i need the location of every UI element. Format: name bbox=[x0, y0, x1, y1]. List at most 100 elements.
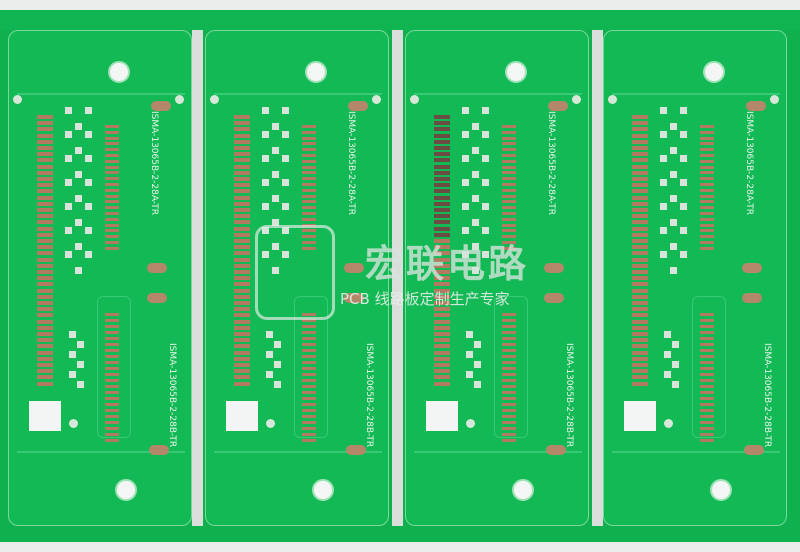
connector-pad bbox=[502, 223, 516, 227]
via-pad-pair bbox=[149, 445, 169, 455]
connector-pad bbox=[105, 241, 119, 244]
connector-pad bbox=[105, 331, 119, 334]
connector-pad bbox=[502, 148, 516, 152]
connector-pad bbox=[302, 142, 316, 146]
edge-pad bbox=[632, 356, 648, 361]
edge-pad bbox=[234, 332, 250, 336]
edge-pad bbox=[632, 152, 648, 157]
connector-pad bbox=[105, 373, 119, 376]
mounting-hole bbox=[512, 479, 534, 501]
edge-pad bbox=[632, 363, 648, 367]
part-label: ISMA-13065B-2-28B-TR bbox=[762, 343, 772, 448]
smd-component bbox=[262, 251, 269, 258]
connector-pad bbox=[700, 385, 714, 388]
edge-pad bbox=[632, 338, 648, 343]
edge-pad bbox=[434, 375, 450, 380]
part-label: ISMA-13065B-2-28B-TR bbox=[364, 343, 374, 448]
edge-pad bbox=[37, 270, 53, 274]
edge-pad bbox=[234, 375, 250, 380]
smd-component bbox=[474, 341, 481, 348]
smd-component bbox=[474, 381, 481, 388]
connector-pad bbox=[302, 246, 316, 250]
connector-pad bbox=[502, 415, 516, 418]
connector-pad bbox=[502, 200, 516, 204]
smd-component bbox=[482, 179, 489, 186]
connector-pad bbox=[302, 325, 316, 328]
smd-component bbox=[85, 251, 92, 258]
connector-pad bbox=[105, 159, 119, 163]
mounting-hole bbox=[305, 61, 327, 83]
edge-pad bbox=[37, 139, 53, 144]
edge-pad bbox=[434, 127, 450, 132]
trace-outline bbox=[294, 296, 328, 438]
trace-outline bbox=[494, 296, 528, 438]
edge-pad bbox=[37, 115, 53, 119]
edge-pad bbox=[37, 220, 53, 225]
via-pad-pair bbox=[346, 445, 366, 455]
connector-pad bbox=[700, 325, 714, 328]
connector-pad bbox=[302, 319, 316, 322]
edge-pad bbox=[434, 313, 450, 318]
connector-pad bbox=[700, 130, 714, 134]
edge-pad bbox=[632, 294, 648, 299]
connector-pad bbox=[105, 229, 119, 233]
connector-pad bbox=[302, 177, 316, 181]
mounting-hole bbox=[312, 479, 334, 501]
via-pad-pair bbox=[742, 293, 762, 303]
edge-pad bbox=[234, 208, 250, 212]
smd-component bbox=[85, 155, 92, 162]
edge-pad bbox=[434, 201, 450, 206]
edge-pad bbox=[234, 381, 250, 386]
connector-pad bbox=[302, 373, 316, 376]
edge-pad bbox=[37, 332, 53, 336]
smd-component bbox=[69, 351, 76, 358]
connector-pad bbox=[502, 194, 516, 198]
mounting-hole bbox=[703, 61, 725, 83]
connector-pad bbox=[502, 188, 516, 192]
connector-pad bbox=[302, 391, 316, 394]
part-label: ISMA-13065B-2-28A-TR bbox=[546, 111, 556, 215]
edge-pad bbox=[234, 369, 250, 374]
smd-component bbox=[664, 371, 671, 378]
connector-pad bbox=[502, 319, 516, 322]
edge-pad bbox=[234, 214, 250, 219]
smd-component bbox=[472, 171, 479, 178]
edge-pad bbox=[632, 282, 648, 287]
smd-component bbox=[672, 341, 679, 348]
edge-pad bbox=[434, 301, 450, 305]
edge-pad bbox=[37, 164, 53, 169]
connector-pad bbox=[502, 142, 516, 146]
connector-pad bbox=[105, 349, 119, 352]
edge-pad bbox=[434, 245, 450, 250]
edge-pad bbox=[37, 338, 53, 343]
connector-pad bbox=[502, 136, 516, 140]
marking-square bbox=[29, 401, 61, 431]
connector-pad bbox=[302, 206, 316, 210]
smd-component bbox=[282, 131, 289, 138]
edge-pad bbox=[632, 375, 648, 380]
connector-pad bbox=[700, 148, 714, 152]
via-pad-pair bbox=[746, 101, 766, 111]
edge-pad bbox=[37, 325, 53, 330]
connector-pad bbox=[302, 223, 316, 227]
smd-component bbox=[472, 243, 479, 250]
connector-pad bbox=[302, 241, 316, 244]
edge-pad bbox=[234, 232, 250, 237]
edge-pad bbox=[37, 363, 53, 367]
connector-pad bbox=[105, 223, 119, 227]
via-pad-pair bbox=[544, 293, 564, 303]
connector-pad bbox=[700, 319, 714, 322]
edge-pad bbox=[434, 146, 450, 150]
edge-pad bbox=[434, 189, 450, 194]
smd-component bbox=[482, 155, 489, 162]
edge-pad bbox=[234, 170, 250, 175]
connector-pad bbox=[105, 148, 119, 152]
smd-component bbox=[660, 131, 667, 138]
via-pad-pair bbox=[544, 263, 564, 273]
connector-pad bbox=[302, 337, 316, 340]
edge-pad bbox=[434, 239, 450, 243]
smd-component bbox=[272, 195, 279, 202]
edge-pad bbox=[632, 270, 648, 274]
fiducial bbox=[410, 95, 419, 104]
edge-pad bbox=[37, 276, 53, 281]
